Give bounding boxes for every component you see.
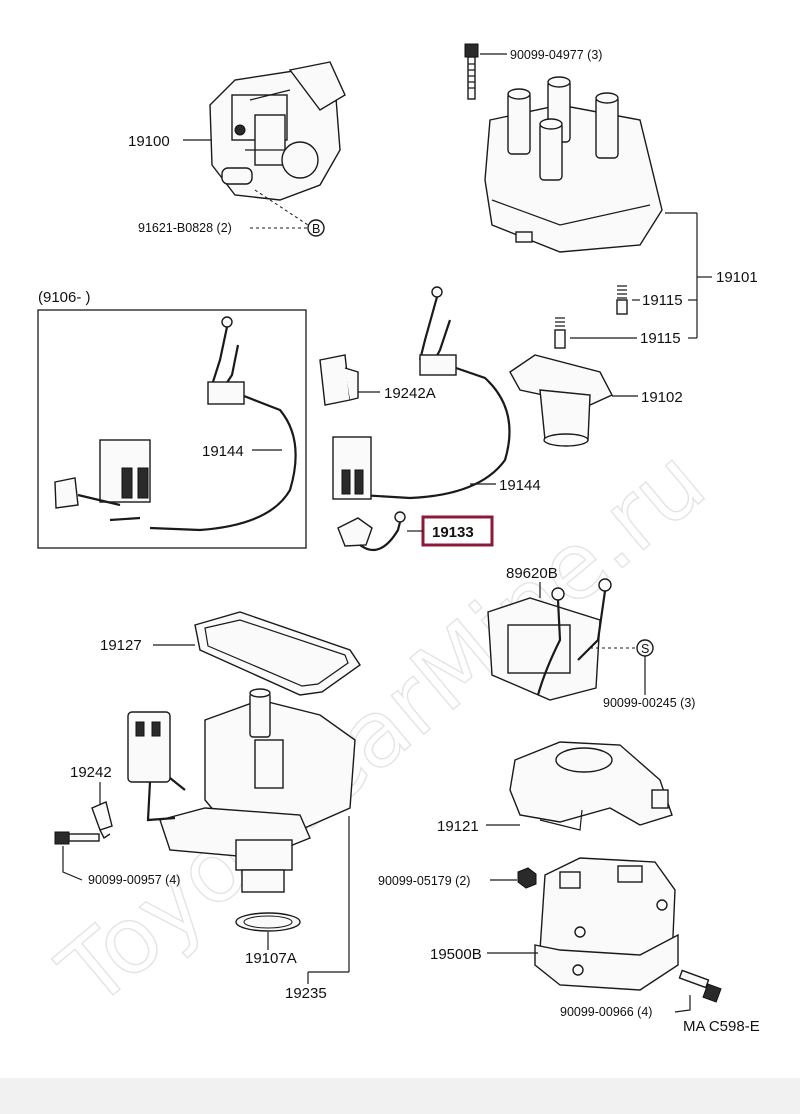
rotor-19102-illustration (509, 354, 613, 447)
label-19500B: 19500B (430, 946, 482, 963)
subassembly-box (37, 309, 307, 549)
label-89620B: 89620B (506, 565, 558, 582)
callout-b-circle (307, 219, 325, 237)
label-19127: 19127 (100, 637, 142, 654)
leader-dash-b (254, 189, 309, 226)
distributor-cap-illustration (484, 76, 663, 253)
clip-19242-illustration (91, 801, 113, 840)
housing-19500B-illustration (534, 857, 679, 991)
diagram-canvas: ToyotaCarMine.ru B 19100 91621-B0828 (2)… (37, 43, 760, 1035)
label-19144-b: 19144 (499, 477, 541, 494)
label-91621: 91621-B0828 (2) (138, 221, 232, 235)
label-19101: 19101 (716, 269, 758, 286)
label-19121: 19121 (437, 818, 479, 835)
label-19242: 19242 (70, 764, 112, 781)
distributor-assembly-illustration (209, 61, 346, 201)
nut-90099-05179-illustration (517, 867, 537, 889)
label-19102: 19102 (641, 389, 683, 406)
label-19235: 19235 (285, 985, 327, 1002)
label-19100: 19100 (128, 133, 170, 150)
cover-19121-illustration (509, 741, 673, 831)
label-19107A: 19107A (245, 950, 297, 967)
distributor-housing-illustration (127, 688, 356, 932)
label-90099-00245: 90099-00245 (3) (603, 696, 695, 710)
bolt-90099-00957-illustration (54, 831, 100, 845)
label-9106: (9106- ) (38, 289, 91, 306)
label-19242A: 19242A (384, 385, 436, 402)
footer-bar (0, 1078, 800, 1114)
label-19133: 19133 (432, 524, 474, 541)
leader-90099-00966 (674, 995, 691, 1013)
drawing-code: MA C598-E (683, 1018, 760, 1035)
clip-19242A-illustration (319, 354, 359, 406)
leader-90099-00957 (62, 846, 83, 881)
callout-s: S (641, 642, 649, 656)
igniter-89620B-illustration (487, 578, 612, 701)
label-90099-04977: 90099-04977 (3) (510, 48, 602, 62)
label-90099-00957: 90099-00957 (4) (88, 873, 180, 887)
sensor-19133-illustration (337, 511, 406, 552)
spring-19115-illustration (616, 285, 628, 315)
label-90099-05179: 90099-05179 (2) (378, 874, 470, 888)
label-19115-a: 19115 (642, 292, 683, 309)
bolt-90099-04977-illustration (464, 43, 479, 100)
gasket-19127-illustration (194, 611, 361, 696)
label-90099-00966: 90099-00966 (4) (560, 1005, 652, 1019)
bolt-90099-00966-illustration (678, 969, 722, 1003)
callout-b: B (312, 222, 320, 236)
label-19144-a: 19144 (202, 443, 244, 460)
carbon-19115-illustration (554, 317, 566, 349)
wire-harness-19144-illustration (332, 286, 511, 500)
label-19115-b: 19115 (640, 330, 681, 347)
pickup-coil-assembly-illustration (54, 316, 297, 532)
